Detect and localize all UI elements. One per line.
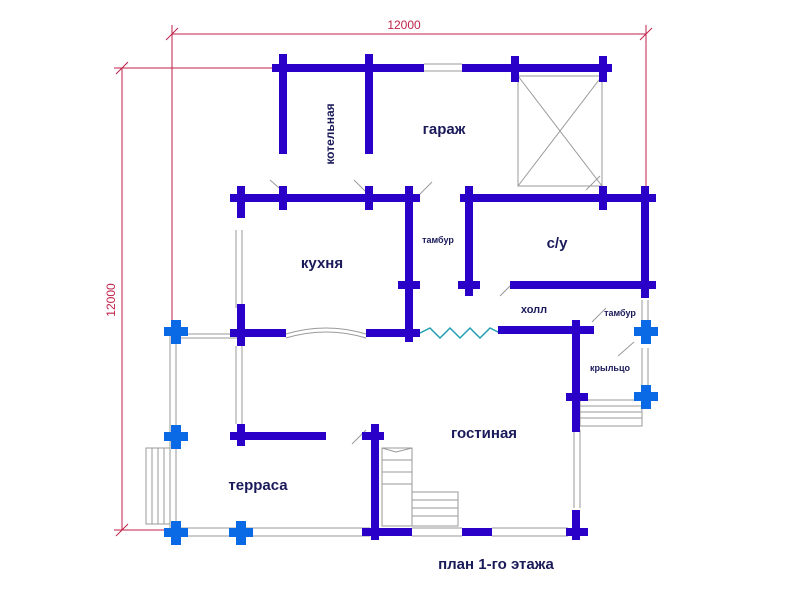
- room-label-terrace: терраса: [228, 477, 288, 494]
- room-label-vestibule-2: тамбур: [604, 308, 636, 318]
- width-dimension-label: 12000: [387, 18, 421, 32]
- post-4: [229, 521, 253, 545]
- room-label-vestibule-1: тамбур: [422, 235, 454, 245]
- room-label-living-room: гостиная: [451, 425, 517, 442]
- staircase: [381, 447, 459, 527]
- height-dimension-label: 12000: [104, 283, 118, 317]
- plan-caption: план 1-го этажа: [438, 556, 554, 573]
- room-label-porch: крыльцо: [590, 363, 630, 373]
- terrace-steps: [145, 447, 171, 525]
- room-label-kitchen: кухня: [301, 255, 343, 272]
- room-label-garage: гараж: [423, 121, 466, 138]
- dimension-lines: [114, 25, 653, 537]
- room-label-boiler: котельная: [323, 103, 337, 164]
- zigzag-partition: [419, 326, 501, 340]
- room-label-hall: холл: [521, 304, 547, 316]
- garage-pit: [517, 75, 603, 187]
- room-label-bathroom: с/у: [547, 235, 569, 252]
- log-walls: [230, 54, 656, 540]
- post-2: [164, 425, 188, 449]
- porch-steps: [579, 399, 643, 427]
- post-3: [164, 521, 188, 545]
- room-labels: гараж котельная кухня с/у тамбур холл та…: [228, 103, 636, 494]
- terrace-posts: [164, 320, 658, 545]
- post-6: [634, 385, 658, 409]
- post-5: [634, 320, 658, 344]
- post-1: [164, 320, 188, 344]
